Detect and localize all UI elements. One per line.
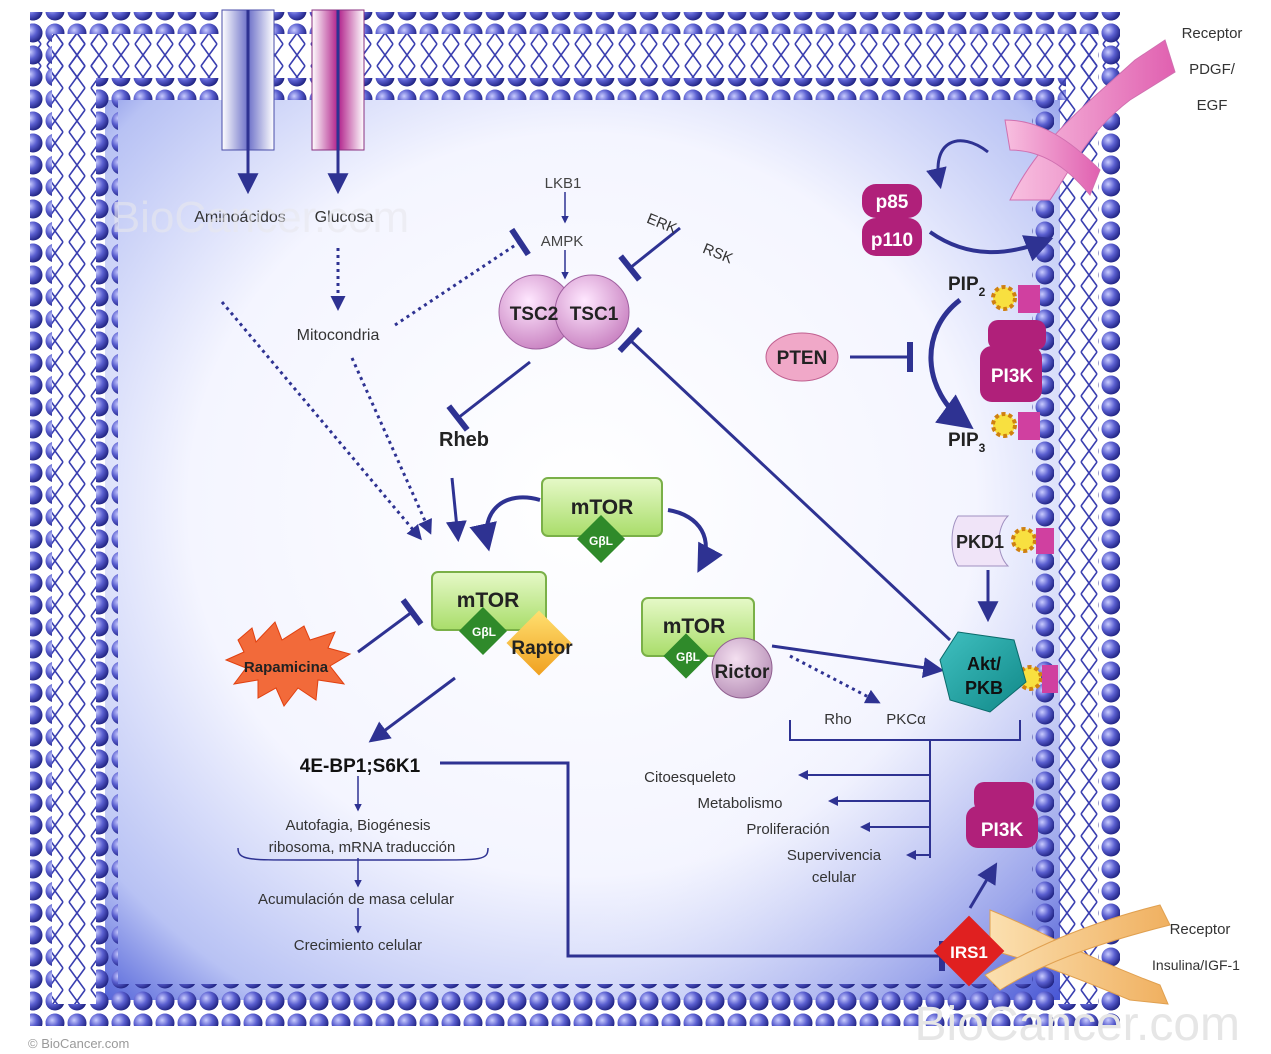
pi3k-top-shape xyxy=(980,320,1046,402)
akt-label-line2: PKB xyxy=(965,678,1003,698)
receptor-ins-line1: Receptor xyxy=(1170,921,1231,938)
pip3-label: PIP3 xyxy=(948,430,986,455)
output-citoesqueleto: Citoesqueleto xyxy=(644,769,736,786)
pkca-label: PKCα xyxy=(886,711,926,728)
tsc2-label: TSC2 xyxy=(510,304,559,325)
pten-shape xyxy=(765,332,839,382)
pten-label: PTEN xyxy=(777,348,828,369)
akt-lipid xyxy=(1017,665,1058,693)
output-proliferacion: Proliferación xyxy=(746,821,829,838)
glucosa-label: Glucosa xyxy=(315,209,374,226)
tsc1-shape xyxy=(554,274,630,350)
gbl-free-label: GβL xyxy=(589,534,613,548)
rheb-label: Rheb xyxy=(439,429,489,451)
s6k-label: 4E-BP1;S6K1 xyxy=(300,756,421,777)
receptor-pdgf-line3: EGF xyxy=(1197,97,1228,114)
glucose-channel xyxy=(311,9,365,195)
rapamicina-label: Rapamicina xyxy=(244,659,329,676)
pkd1-lipid xyxy=(1011,527,1054,554)
pip2-label: PIP2 xyxy=(948,274,986,299)
insulin-receptor-shape xyxy=(984,904,1171,1005)
p110-label: p110 xyxy=(871,230,913,251)
mtorc1-shape xyxy=(431,571,572,676)
watermark-bottom-right: BioCancer.com xyxy=(915,998,1240,1051)
autofagia-line1: Autofagia, Biogénesis xyxy=(285,817,430,834)
pip2-lipid xyxy=(991,285,1040,313)
watermark-top-left: BioCancer.com xyxy=(111,193,409,242)
pdgf-receptor-shape xyxy=(1004,39,1176,201)
pi3k-bottom-label: PI3K xyxy=(981,820,1024,841)
raptor-label: Raptor xyxy=(511,638,573,659)
aminoacidos-label: Aminoácidos xyxy=(194,209,286,226)
p85-p110-complex xyxy=(862,184,922,256)
rapamycin-starburst xyxy=(224,621,352,707)
pathway-edges xyxy=(220,139,1054,971)
acumulacion-label: Acumulación de masa celular xyxy=(258,891,454,908)
akt-shape xyxy=(939,631,1027,713)
pip3-lipid xyxy=(991,412,1040,440)
mtor-free-shape xyxy=(541,477,663,564)
ampk-label: AMPK xyxy=(541,233,584,250)
receptor-pdgf-line2: PDGF/ xyxy=(1189,61,1236,78)
mtorc1-mtor-label: mTOR xyxy=(457,589,520,612)
pi3k-bottom-shape xyxy=(966,782,1038,848)
output-supervivencia: Supervivencia xyxy=(787,847,882,864)
rho-label: Rho xyxy=(824,711,852,728)
autofagia-line2: ribosoma, mRNA traducción xyxy=(269,839,456,856)
mtor-free-label: mTOR xyxy=(571,496,634,519)
mtorc2-mtor-label: mTOR xyxy=(663,615,726,638)
output-metabolismo: Metabolismo xyxy=(697,795,782,812)
output-celular: celular xyxy=(812,869,856,886)
pkd1-shape xyxy=(951,515,1010,567)
tsc1-label: TSC1 xyxy=(570,304,619,325)
mtorc1-gbl-label: GβL xyxy=(472,625,496,639)
labels: Receptor PDGF/ EGF Aminoácidos Glucosa M… xyxy=(28,25,1242,1051)
aminoacid-channel xyxy=(221,9,275,195)
lkb1-label: LKB1 xyxy=(545,175,582,192)
receptor-ins-line2: Insulina/IGF-1 xyxy=(1152,957,1240,973)
mtorc2-gbl-label: GβL xyxy=(676,650,700,664)
irs1-shape xyxy=(933,915,1005,987)
pi3k-top-label: PI3K xyxy=(991,366,1034,387)
watermark-bottom-left: © BioCancer.com xyxy=(28,1036,129,1051)
akt-label-line1: Akt/ xyxy=(967,654,1001,674)
mitocondria-label: Mitocondria xyxy=(297,327,380,344)
crecimiento-label: Crecimiento celular xyxy=(294,937,422,954)
pkd1-label: PKD1 xyxy=(956,532,1004,552)
p85-label: p85 xyxy=(876,192,909,213)
mtorc2-shape xyxy=(641,597,773,699)
irs1-label: IRS1 xyxy=(950,943,988,962)
receptor-pdgf-line1: Receptor xyxy=(1182,25,1243,42)
rictor-label: Rictor xyxy=(715,662,771,683)
